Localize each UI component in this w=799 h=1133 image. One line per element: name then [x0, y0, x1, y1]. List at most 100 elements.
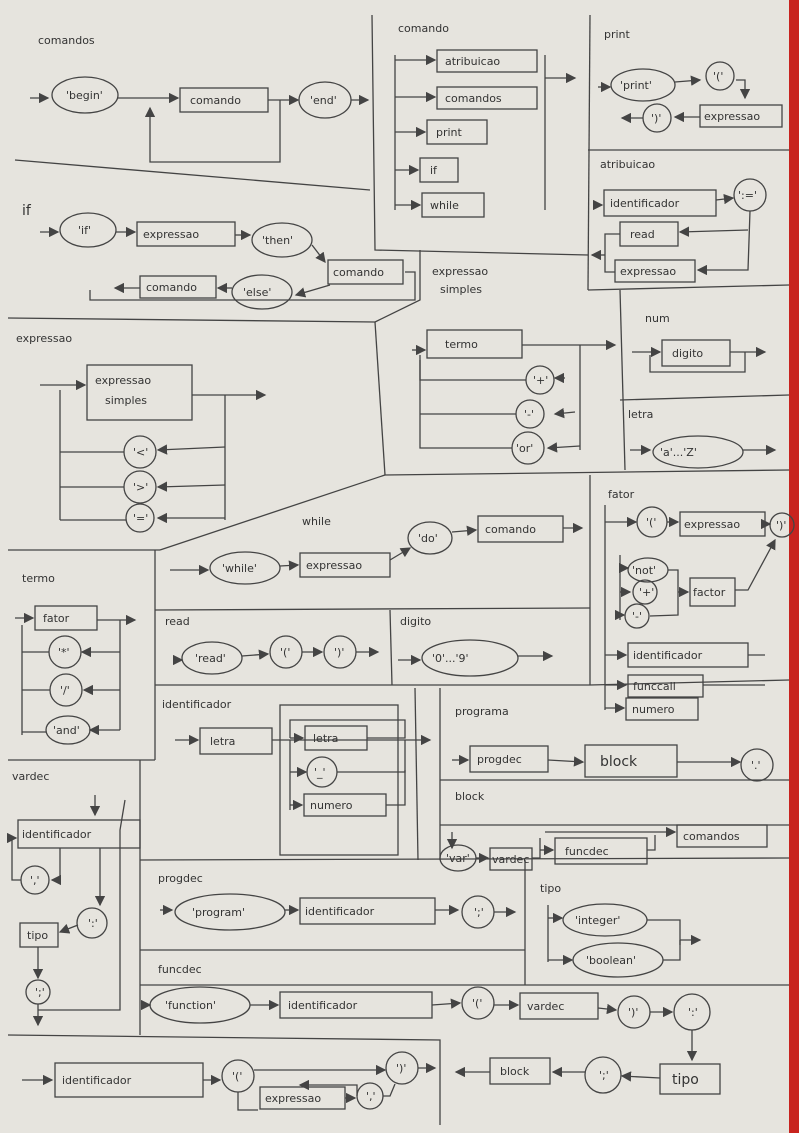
section-title-progdec: progdec — [158, 872, 203, 885]
node-print-expressao-label: expressao — [704, 110, 760, 123]
section-title-programa: programa — [455, 705, 509, 718]
section-title-expressao: expressao — [16, 332, 72, 345]
section-title-tipo: tipo — [540, 882, 561, 895]
node-funcdec-semi-label: ';' — [599, 1069, 609, 1082]
node-atrib-identificador — [603, 189, 717, 217]
node-if-comando2-label: comando — [146, 281, 197, 294]
node-vardec-colon — [76, 907, 108, 939]
node-read-lparen-label: '(' — [280, 646, 290, 659]
node-fator-numero-label: numero — [632, 703, 675, 716]
node-es-or-label: 'or' — [516, 442, 533, 455]
node-while-expressao-label: expressao — [306, 559, 362, 572]
node-exp-es-label-2: simples — [105, 394, 147, 407]
node-if-then — [251, 222, 313, 258]
node-num-digito-label: digito — [672, 347, 703, 360]
node-ident-letra — [199, 727, 273, 755]
node-block-vardec — [489, 847, 533, 871]
section-title-vardec: vardec — [12, 770, 49, 783]
node-funccall-expressao-label: expressao — [265, 1092, 321, 1105]
node-fator-minus — [624, 603, 650, 629]
node-ident-letra2-label: letra — [313, 732, 338, 745]
node-print-kw — [610, 68, 676, 102]
node-exp-eq-label: '=' — [133, 512, 148, 525]
node-comandos-label: comandos — [445, 92, 502, 105]
node-if-comando2 — [139, 275, 217, 299]
node-exp-lt-label: '<' — [133, 446, 148, 459]
node-fator-plus — [632, 579, 658, 605]
node-digito-range-label: '0'...'9' — [432, 652, 469, 665]
node-termo-div-label: '/' — [60, 684, 70, 697]
node-atrib-expressao — [614, 259, 696, 283]
node-vardec-comma-label: ',' — [30, 874, 40, 887]
section-title-digito: digito — [400, 615, 431, 628]
node-exp-gt-label: '>' — [133, 481, 148, 494]
node-funcdec-tipo — [659, 1063, 721, 1095]
section-dividers — [7, 14, 790, 1125]
node-letra-range — [652, 435, 744, 469]
node-prog-progdec-label: progdec — [477, 753, 522, 766]
node-vardec-tipo-label: tipo — [27, 929, 48, 942]
node-termo-fator — [34, 605, 98, 631]
node-funccall-identificador-label: identificador — [62, 1074, 132, 1087]
node-atribuicao-label: atribuicao — [445, 55, 500, 68]
section-title-print: print — [604, 28, 631, 41]
section-title-identificador: identificador — [162, 698, 232, 711]
node-if-else — [231, 274, 293, 310]
node-funcdec-block — [489, 1057, 551, 1085]
section-title-comandos: comandos — [38, 34, 95, 47]
node-letra-range-label: 'a'...'Z' — [660, 446, 697, 459]
node-atrib-expressao-label: expressao — [620, 265, 676, 278]
node-funccall-comma-label: ',' — [366, 1090, 376, 1103]
node-if-comando-label: comando — [333, 266, 384, 279]
node-if-else-label: 'else' — [243, 286, 271, 299]
node-read-kw-label: 'read' — [195, 652, 226, 665]
node-exp-eq — [125, 503, 155, 533]
node-read-rparen-label: ')' — [334, 646, 344, 659]
node-fator-plus-label: '+' — [639, 586, 654, 599]
node-tipo-integer-label: 'integer' — [575, 914, 620, 927]
node-num-digito — [661, 339, 731, 367]
node-es-termo-label: termo — [445, 338, 478, 351]
node-fator-identificador-label: identificador — [633, 649, 703, 662]
node-termo-fator-label: fator — [43, 612, 70, 625]
node-while-comando — [477, 515, 564, 543]
node-es-minus-label: '-' — [524, 408, 534, 421]
section-title-comando: comando — [398, 22, 449, 35]
section-title-expressao-simples-1: expressao — [432, 265, 488, 278]
node-funcdec-lparen — [461, 986, 495, 1020]
section-title-while: while — [302, 515, 331, 528]
loop-frame — [279, 704, 399, 856]
node-while-kw-label: 'while' — [222, 562, 257, 575]
node-progdec-semi-label: ';' — [474, 906, 484, 919]
node-block-var-label: 'var' — [446, 852, 470, 865]
node-while-do — [407, 521, 453, 555]
node-print-rparen-label: ')' — [651, 112, 661, 125]
node-print-label: print — [436, 126, 463, 139]
node-print-expressao — [699, 104, 783, 128]
node-atribuicao — [436, 49, 538, 73]
node-fator-funccall-label: funccall — [633, 680, 676, 693]
node-prog-dot — [740, 748, 774, 782]
node-prog-block-label: block — [600, 754, 638, 770]
node-ident-underscore-label: '_' — [314, 766, 326, 779]
node-while-comando-label: comando — [485, 523, 536, 536]
node-exp-expressao-simples — [86, 364, 193, 421]
node-while-do-label: 'do' — [418, 532, 438, 545]
node-termo-and-label: 'and' — [53, 724, 80, 737]
node-begin — [51, 76, 119, 114]
node-block-funcdec — [554, 837, 648, 865]
node-digito-range — [421, 639, 519, 677]
node-if-then-label: 'then' — [262, 234, 293, 247]
node-block-funcdec-label: funcdec — [565, 845, 609, 858]
node-block-comandos — [676, 824, 768, 848]
section-title-fator: fator — [608, 488, 635, 501]
node-funccall-lparen-label: '(' — [232, 1070, 242, 1083]
section-title-read: read — [165, 615, 190, 628]
node-vardec-identificador-label: identificador — [22, 828, 92, 841]
node-prog-progdec — [469, 745, 549, 773]
node-progdec-identificador-label: identificador — [305, 905, 375, 918]
node-fator-not-label: 'not' — [632, 564, 656, 577]
section-title-expressao-simples-2: simples — [440, 283, 482, 296]
node-termo-and — [45, 715, 91, 745]
node-funccall-rparen-label: ')' — [396, 1062, 406, 1075]
